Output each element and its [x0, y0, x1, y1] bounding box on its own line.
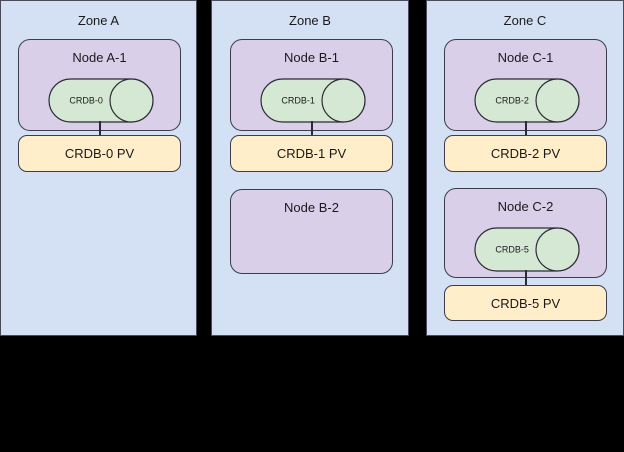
node-title-b-1: Node B-1 [284, 50, 339, 65]
pod-cylinder-crdb-2: CRDB-2 [474, 78, 580, 123]
zone-container-b: Zone B Node B-1 CRDB-1 CRDB-1 PV Node B-… [211, 0, 409, 336]
connector-node-c-2-to-pv [525, 270, 527, 287]
node-box-c-1: Node C-1 CRDB-2 [444, 39, 607, 131]
pv-label-crdb-5: CRDB-5 PV [490, 295, 561, 311]
cylinder-shape-icon [48, 78, 154, 123]
connector-node-c-1-to-pv [525, 121, 527, 139]
node-box-b-2: Node B-2 [230, 189, 393, 274]
pv-label-crdb-2: CRDB-2 PV [490, 146, 561, 161]
pv-box-crdb-5: CRDB-5 PV [444, 285, 607, 321]
pv-label-crdb-1: CRDB-1 PV [276, 146, 347, 161]
cylinder-shape-icon [474, 227, 580, 272]
node-title-b-2: Node B-2 [284, 200, 339, 215]
pod-cylinder-crdb-5: CRDB-5 [474, 227, 580, 272]
node-title-c-1: Node C-1 [497, 50, 554, 65]
zone-title-a: Zone A [77, 13, 120, 28]
connector-node-a-1-to-pv [99, 121, 101, 139]
zone-container-a: Zone A Node A-1 CRDB-0 CRDB-0 PV [0, 0, 197, 336]
zone-title-c: Zone C [503, 13, 547, 28]
zone-title-b: Zone B [289, 13, 331, 28]
node-title-c-2: Node C-2 [497, 199, 554, 214]
node-box-c-2: Node C-2 CRDB-5 [444, 188, 607, 278]
node-title-a-1: Node A-1 [72, 50, 127, 65]
node-box-b-1: Node B-1 CRDB-1 [230, 39, 393, 131]
cylinder-shape-icon [260, 78, 366, 123]
node-box-a-1: Node A-1 CRDB-0 [18, 39, 181, 131]
pv-box-crdb-1: CRDB-1 PV [230, 135, 393, 172]
cylinder-shape-icon [474, 78, 580, 123]
pod-cylinder-crdb-0: CRDB-0 [48, 78, 154, 123]
pv-box-crdb-2: CRDB-2 PV [444, 135, 607, 172]
connector-node-b-1-to-pv [311, 121, 313, 139]
zone-container-c: Zone C Node C-1 CRDB-2 CRDB-2 PV Node C-… [426, 0, 624, 336]
pv-label-crdb-0: CRDB-0 PV [64, 146, 135, 161]
pv-box-crdb-0: CRDB-0 PV [18, 135, 181, 172]
pod-cylinder-crdb-1: CRDB-1 [260, 78, 366, 123]
